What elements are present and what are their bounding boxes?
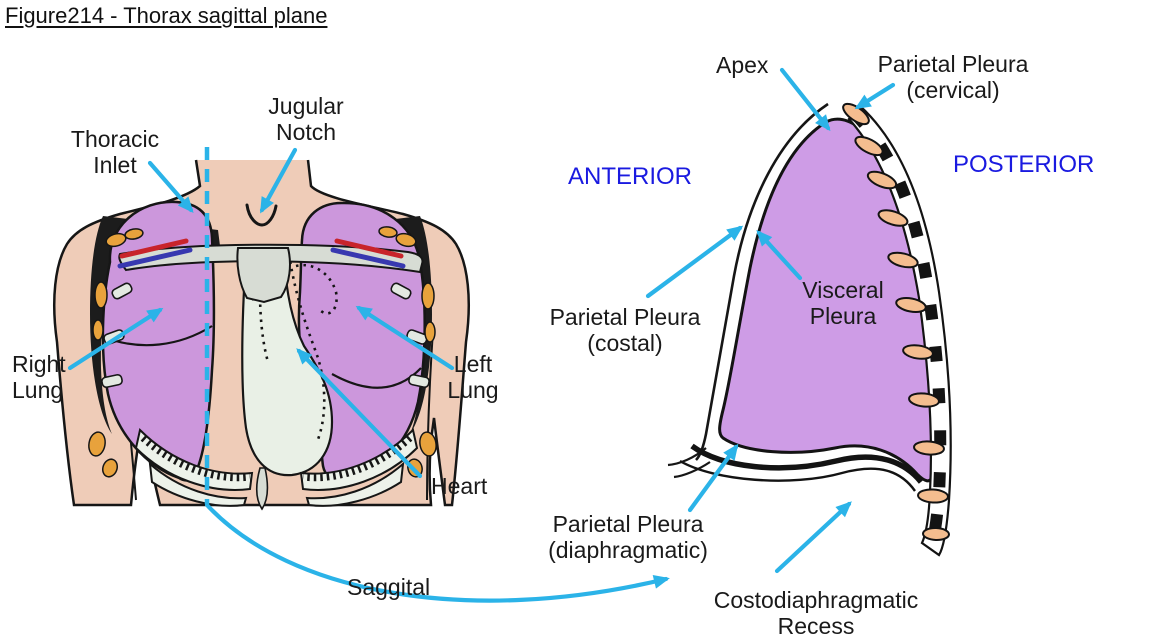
- sagittal-view-drawing: [667, 102, 952, 557]
- label-costodiaphragmatic-recess: Costodiaphragmatic Recess: [713, 587, 919, 638]
- label-parietal-pleura-diaphragmatic: Parietal Pleura (diaphragmatic): [548, 511, 708, 563]
- arrow-right-lung: [67, 307, 164, 371]
- jugular-notch-curve: [245, 203, 278, 227]
- label-jugular-notch: Jugular Notch: [268, 93, 344, 145]
- label-left-lung: Left Lung: [447, 351, 499, 403]
- arrow-thoracic-inlet: [147, 160, 194, 214]
- manubrium: [236, 247, 291, 304]
- arrow-pleura-costal: [645, 225, 744, 299]
- arrow-pleura-cervical: [854, 82, 896, 110]
- figure-title: Figure214 - Thorax sagittal plane: [5, 3, 328, 28]
- label-anterior: ANTERIOR: [568, 163, 693, 190]
- costal-margin: [134, 428, 419, 507]
- label-posterior: POSTERIOR: [953, 151, 1095, 178]
- xiphoid: [256, 467, 269, 511]
- arrow-sagittal-curve: [204, 502, 670, 603]
- torso-outline: [53, 159, 470, 507]
- rib-cross-sections: [842, 102, 950, 542]
- arrow-heart: [296, 348, 423, 479]
- arrow-jugular-notch: [259, 147, 298, 214]
- label-apex: Apex: [716, 52, 769, 78]
- mediastinum-heart: [241, 254, 334, 477]
- arrow-apex: [779, 67, 831, 132]
- leader-arrows: [67, 67, 896, 603]
- arrow-left-lung: [355, 305, 455, 371]
- label-parietal-pleura-cervical: Parietal Pleura (cervical): [877, 51, 1029, 103]
- label-sagittal: Saggital: [347, 574, 431, 600]
- vessels: [117, 238, 406, 269]
- arrow-visceral-pleura: [756, 230, 803, 281]
- label-thoracic-inlet: Thoracic Inlet: [70, 126, 160, 178]
- front-view-drawing: [53, 147, 470, 511]
- label-visceral-pleura: Visceral Pleura: [802, 277, 884, 329]
- arrow-pleura-diaphragmatic: [687, 443, 739, 513]
- shoulder-muscles: [88, 226, 437, 478]
- label-heart: Heart: [431, 473, 488, 499]
- arrow-costodiaphragmatic: [774, 501, 852, 574]
- label-right-lung: Right Lung: [12, 351, 66, 403]
- label-parietal-pleura-costal: Parietal Pleura (costal): [549, 304, 701, 356]
